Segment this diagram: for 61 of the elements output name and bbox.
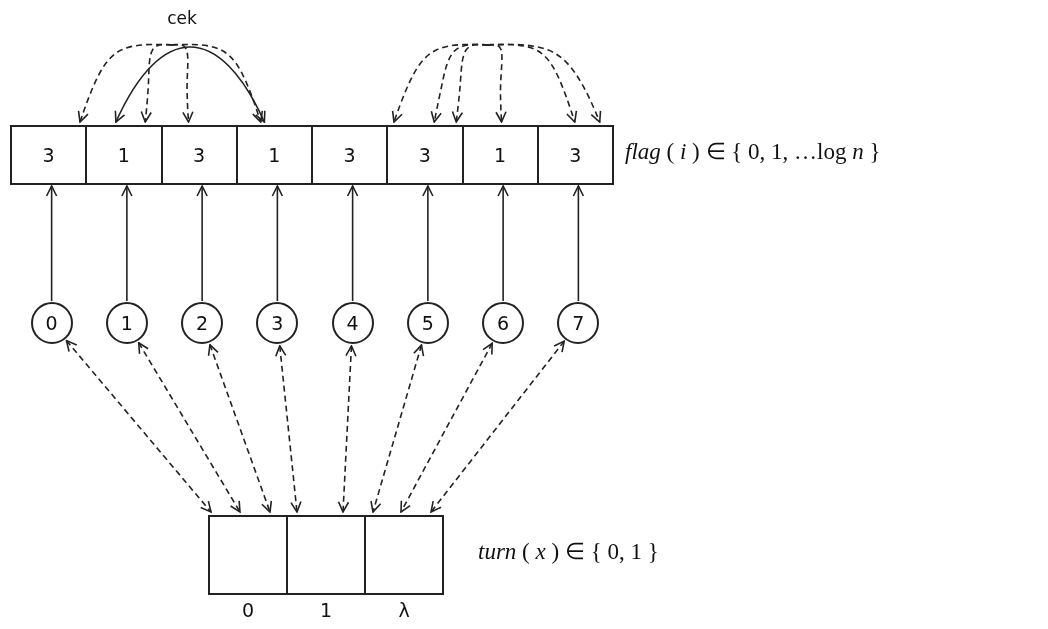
array-cell: [461, 125, 539, 185]
arrow: [430, 340, 566, 513]
arrow: [196, 185, 208, 302]
process-circle: [256, 302, 299, 344]
array-cell: [85, 125, 163, 185]
arrow: [65, 339, 212, 513]
process-circle: [406, 302, 449, 344]
arrow: [346, 185, 359, 302]
arrow: [207, 343, 273, 513]
arrow: [451, 43, 489, 123]
arrow: [171, 43, 264, 123]
array-cell: [10, 125, 88, 185]
set-notation: turn ( x ) ∈ { 0, 1 }: [478, 538, 659, 565]
array-cell: [386, 125, 464, 185]
array-cell: [536, 125, 614, 185]
cell-value: 3: [569, 144, 582, 166]
index-label: 0: [240, 599, 256, 621]
arrow: [400, 342, 493, 513]
arrow: [115, 46, 266, 123]
arrow: [271, 185, 284, 302]
set-notation: flag ( i ) ∈ { 0, 1, …log n }: [625, 138, 881, 165]
cell-value: 3: [271, 312, 284, 334]
arrow: [275, 345, 302, 513]
cell-value: 3: [42, 144, 55, 166]
arrow: [370, 344, 425, 513]
process-circle: [557, 302, 600, 344]
cell-value: 4: [346, 312, 359, 334]
array-cell: [160, 125, 238, 185]
cell-value: 5: [421, 312, 434, 334]
process-circle: [30, 302, 73, 344]
cell-value: 2: [196, 312, 209, 334]
array-cell: [364, 515, 444, 595]
process-circle: [331, 302, 374, 344]
cell-value: 1: [117, 144, 130, 166]
arrow: [140, 43, 173, 123]
cell-value: 3: [418, 144, 431, 166]
array-cell: [208, 515, 288, 595]
array-cell: [235, 125, 313, 185]
cell-value: 3: [343, 144, 356, 166]
arrow: [422, 185, 434, 302]
cell-value: 1: [494, 144, 507, 166]
arrow: [121, 185, 133, 302]
cell-value: 0: [45, 312, 58, 334]
process-circle: [181, 302, 224, 344]
cell-value: 6: [497, 312, 510, 334]
process-circle: [105, 302, 148, 344]
cell-value: 7: [572, 312, 585, 334]
arrow: [572, 185, 585, 302]
cell-value: 1: [120, 312, 133, 334]
arrow: [137, 341, 241, 513]
process-circle: [482, 302, 525, 344]
index-label: 1: [318, 599, 334, 621]
index-label: λ: [397, 599, 411, 621]
arrow: [487, 43, 602, 123]
cell-value: 1: [268, 144, 281, 166]
cell-value: 3: [193, 144, 206, 166]
arrow: [45, 185, 58, 302]
arrow: [497, 185, 509, 302]
array-cell: [311, 125, 389, 185]
arrow: [337, 345, 357, 513]
array-cell: [286, 515, 366, 595]
